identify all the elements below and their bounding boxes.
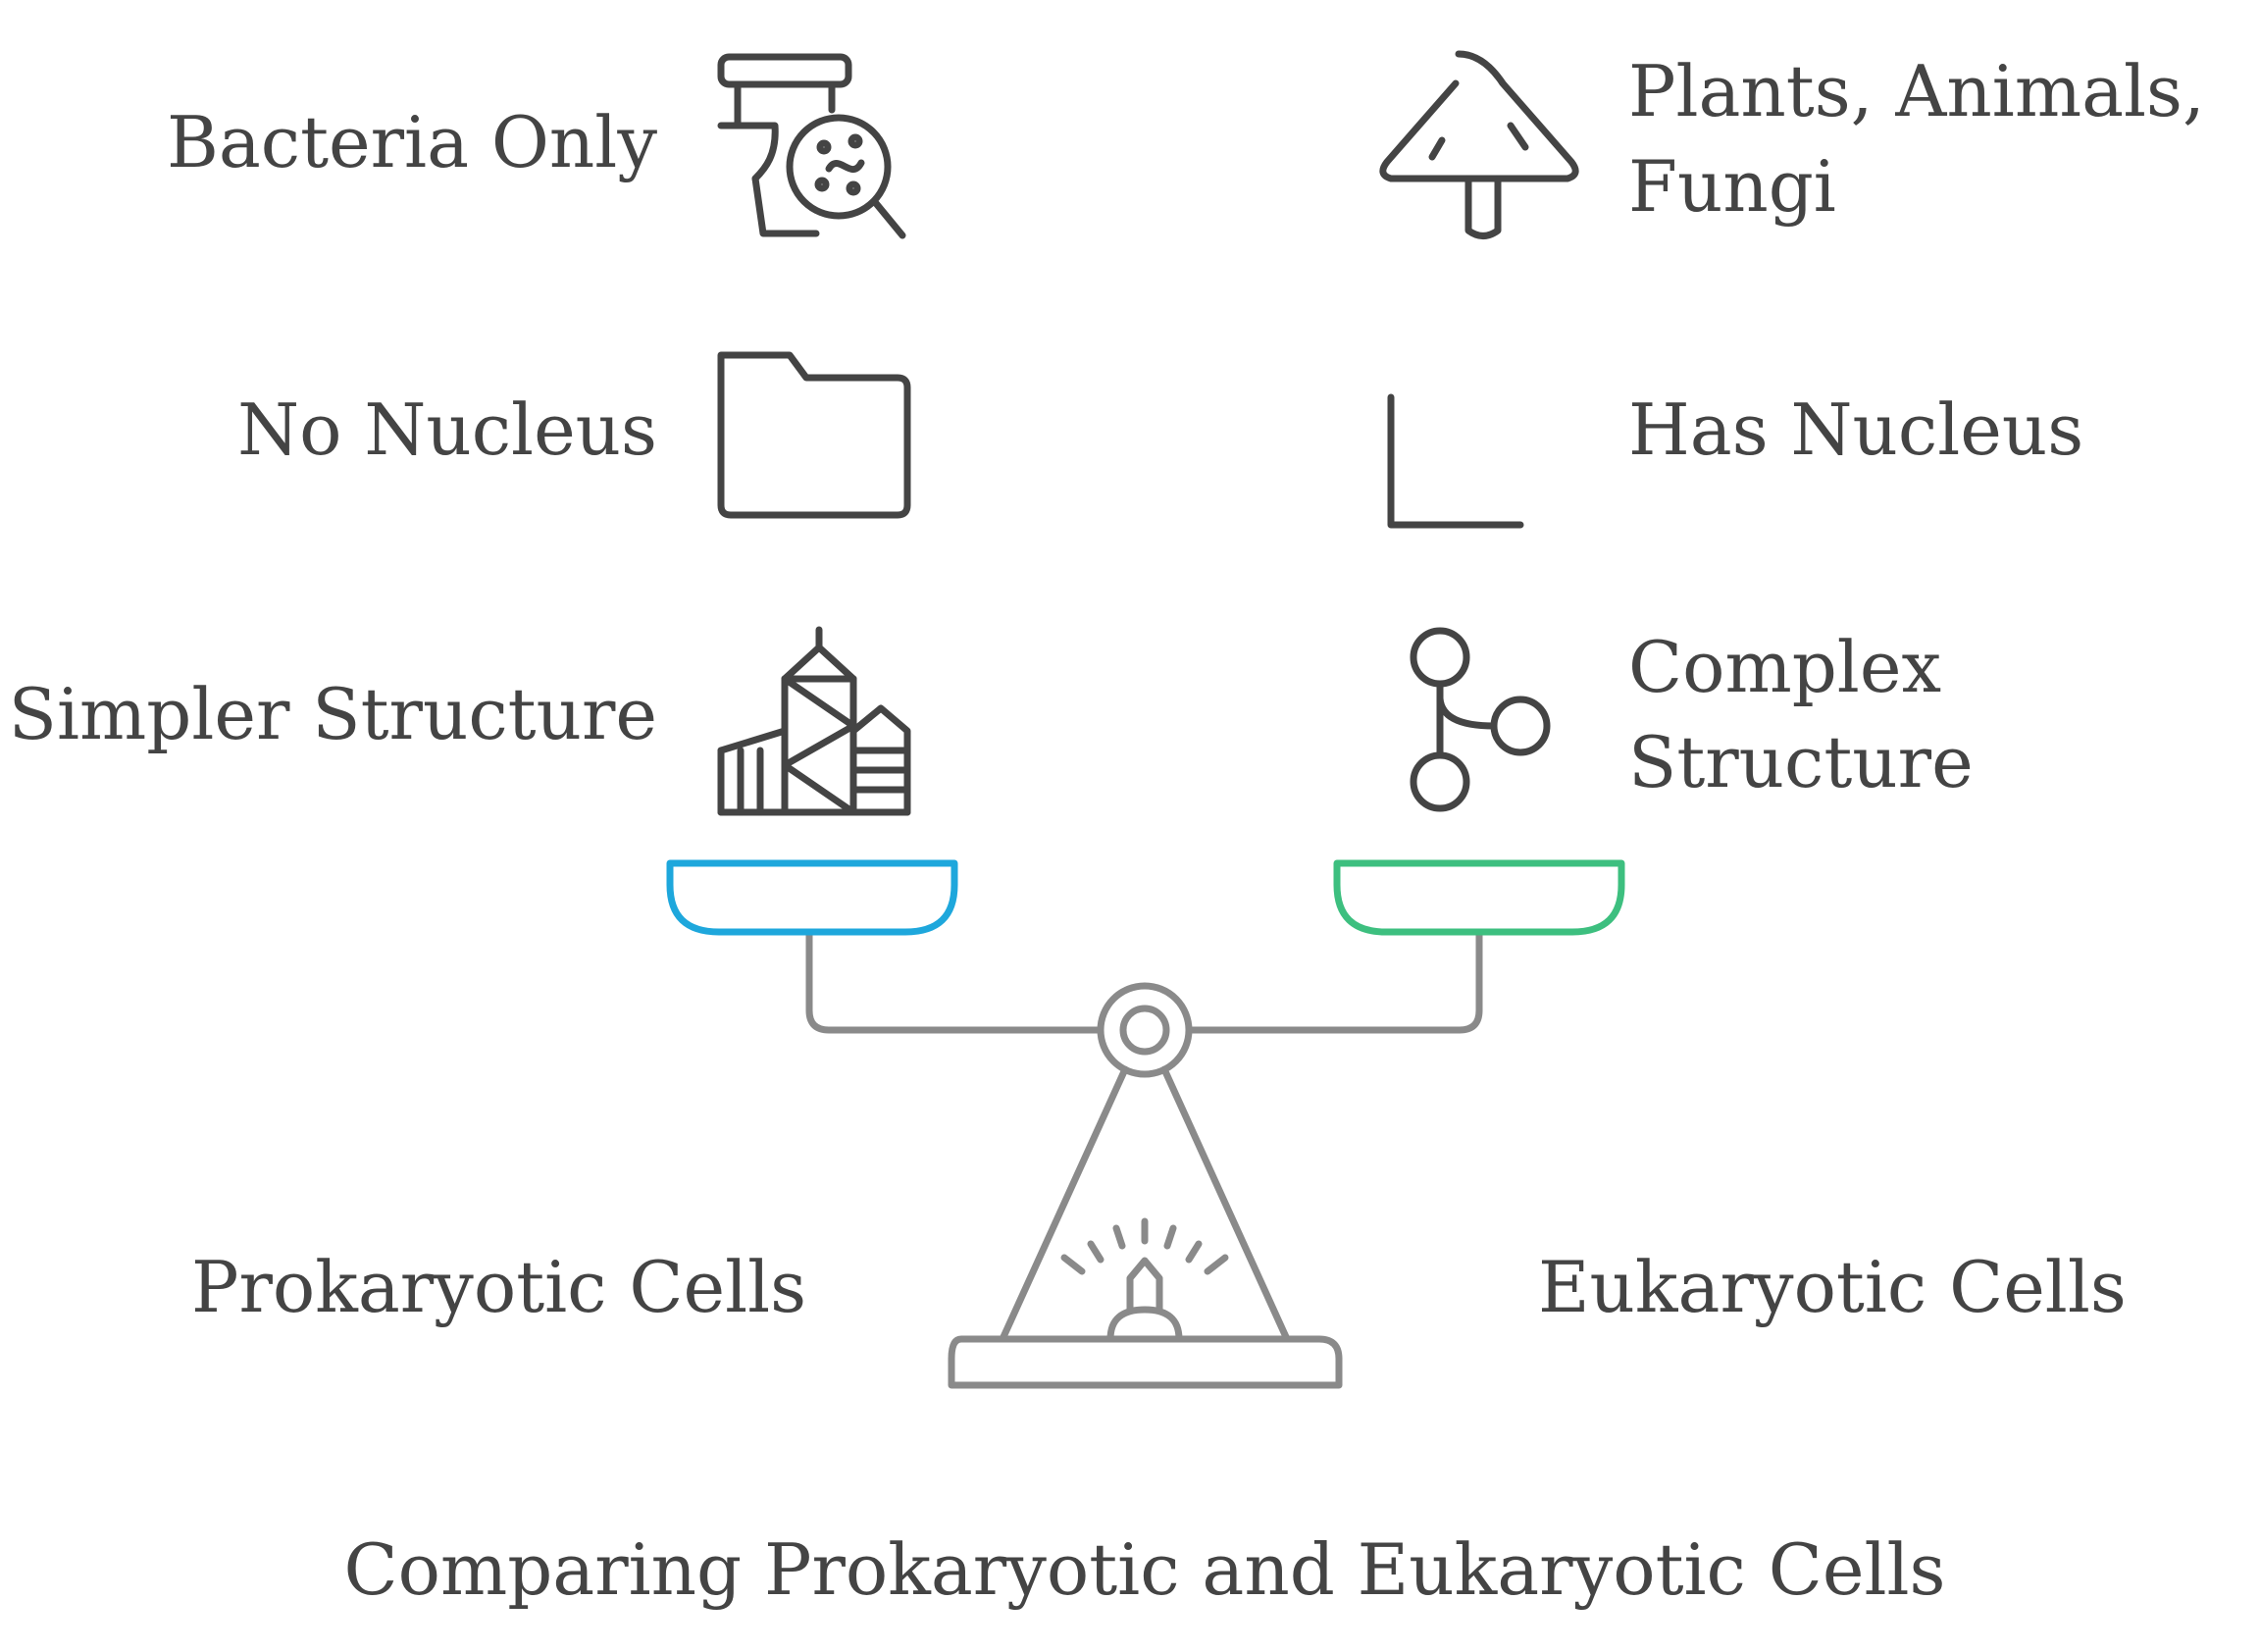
side-name-eukaryotic: Eukaryotic Cells bbox=[1538, 1246, 2127, 1328]
label-simpler-structure: Simpler Structure bbox=[9, 673, 657, 755]
branch-nodes-icon bbox=[1410, 627, 1551, 812]
label-bacteria-only: Bacteria Only bbox=[167, 101, 657, 183]
right-pan bbox=[1333, 859, 1625, 936]
scale-stand bbox=[999, 1065, 1129, 1343]
label-plants-animals-fungi: Plants, Animals, Fungi bbox=[1628, 50, 2228, 228]
diagram-title: Comparing Prokaryotic and Eukaryotic Cel… bbox=[344, 1528, 1946, 1611]
folder-icon bbox=[717, 351, 911, 519]
label-complex-line1: Complex bbox=[1628, 626, 1941, 708]
scale-beam-right bbox=[1185, 928, 1483, 1034]
scale-glow-rays bbox=[1060, 1217, 1229, 1275]
scale-pivot-outer bbox=[1097, 982, 1193, 1078]
label-no-nucleus: No Nucleus bbox=[237, 388, 657, 471]
mushroom-icon bbox=[1379, 50, 1579, 239]
scale-base-spire bbox=[1126, 1257, 1163, 1314]
scale-base-dome bbox=[1106, 1306, 1183, 1343]
balance-scale bbox=[666, 859, 1625, 1389]
label-complex-structure: Complex Structure bbox=[1628, 626, 1974, 803]
buildings-icon bbox=[717, 626, 911, 816]
label-fungi-line2: Fungi bbox=[1628, 145, 1836, 228]
label-plants-animals-line1: Plants, Animals, bbox=[1628, 50, 2205, 132]
corner-icon bbox=[1387, 393, 1524, 529]
toilet-bacteria-magnifier-icon bbox=[717, 53, 906, 239]
scale-beam bbox=[805, 928, 1104, 1034]
scale-pivot-inner bbox=[1119, 1005, 1170, 1056]
label-has-nucleus: Has Nucleus bbox=[1628, 388, 2083, 471]
side-name-prokaryotic: Prokaryotic Cells bbox=[191, 1246, 806, 1328]
left-pan bbox=[666, 859, 958, 936]
label-structure-line2: Structure bbox=[1628, 721, 1974, 803]
scale-base bbox=[948, 1335, 1343, 1389]
scale-stand-right bbox=[1160, 1065, 1291, 1343]
